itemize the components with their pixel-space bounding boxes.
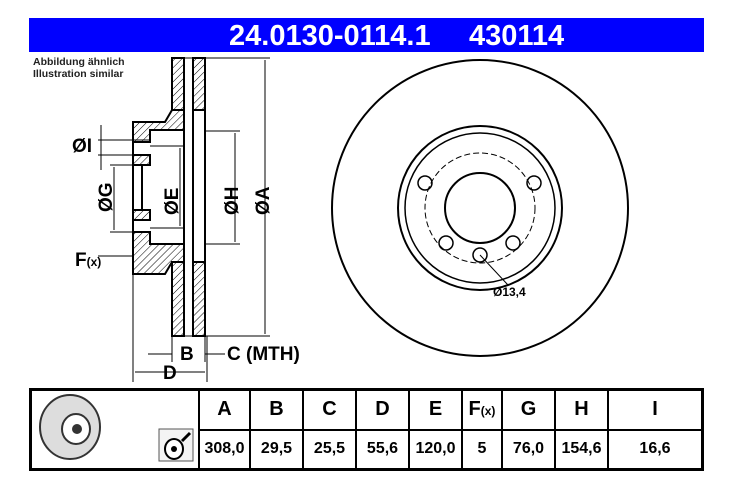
- header-f-sub: (x): [480, 404, 496, 419]
- dim-label-a: ØA: [253, 186, 274, 216]
- value-d: 55,6: [355, 428, 410, 471]
- header-c: C: [302, 388, 357, 431]
- f-letter: F: [75, 250, 87, 271]
- table-header-row: A B C D E F(x) G H I: [29, 388, 704, 471]
- disc-thumbnail-cell: [29, 388, 200, 471]
- dim-label-d: D: [163, 363, 177, 384]
- illustration-note: Abbildung ähnlich Illustration similar: [33, 56, 125, 80]
- hole-diameter-label: Ø13,4: [493, 285, 526, 299]
- header-f-letter: F: [468, 398, 481, 421]
- f-subscript: (x): [86, 255, 102, 269]
- spec-table: A B C D E F(x) G H I 308,0 29,5 25,5 55,…: [29, 388, 704, 471]
- dim-label-g: ØG: [96, 182, 117, 212]
- value-a: 308,0: [198, 428, 251, 471]
- header-h: H: [554, 388, 609, 431]
- value-e: 120,0: [408, 428, 463, 471]
- header-b: B: [249, 388, 304, 431]
- header-i: I: [607, 388, 704, 431]
- note-en: Illustration similar: [33, 68, 124, 80]
- dim-label-h: ØH: [222, 186, 243, 216]
- title-bar: 24.0130-0114.1 430114: [29, 18, 704, 52]
- part-number: 24.0130-0114.1: [229, 20, 431, 52]
- disc-front-view: [331, 59, 629, 357]
- dim-label-e: ØE: [162, 187, 183, 215]
- table-value-row: 308,0 29,5 25,5 55,6 120,0 5 76,0 154,6 …: [31, 428, 704, 471]
- note-de: Abbildung ähnlich: [33, 56, 125, 68]
- value-h: 154,6: [554, 428, 609, 471]
- value-i: 16,6: [607, 428, 704, 471]
- header-f: F(x): [461, 388, 503, 431]
- header-a: A: [198, 388, 251, 431]
- dim-label-i: ØI: [72, 136, 93, 157]
- dim-label-c: C (MTH): [227, 344, 300, 365]
- dim-label-f: F(x): [75, 250, 101, 272]
- value-c: 25,5: [302, 428, 357, 471]
- value-g: 76,0: [501, 428, 556, 471]
- value-f: 5: [461, 428, 503, 471]
- header-d: D: [355, 388, 410, 431]
- value-b: 29,5: [249, 428, 304, 471]
- header-g: G: [501, 388, 556, 431]
- header-e: E: [408, 388, 463, 431]
- brake-disc-thumbnail-icon: [39, 394, 194, 462]
- alt-part-number: 430114: [469, 20, 565, 52]
- cross-section: [98, 57, 270, 382]
- dim-label-b: B: [180, 344, 194, 365]
